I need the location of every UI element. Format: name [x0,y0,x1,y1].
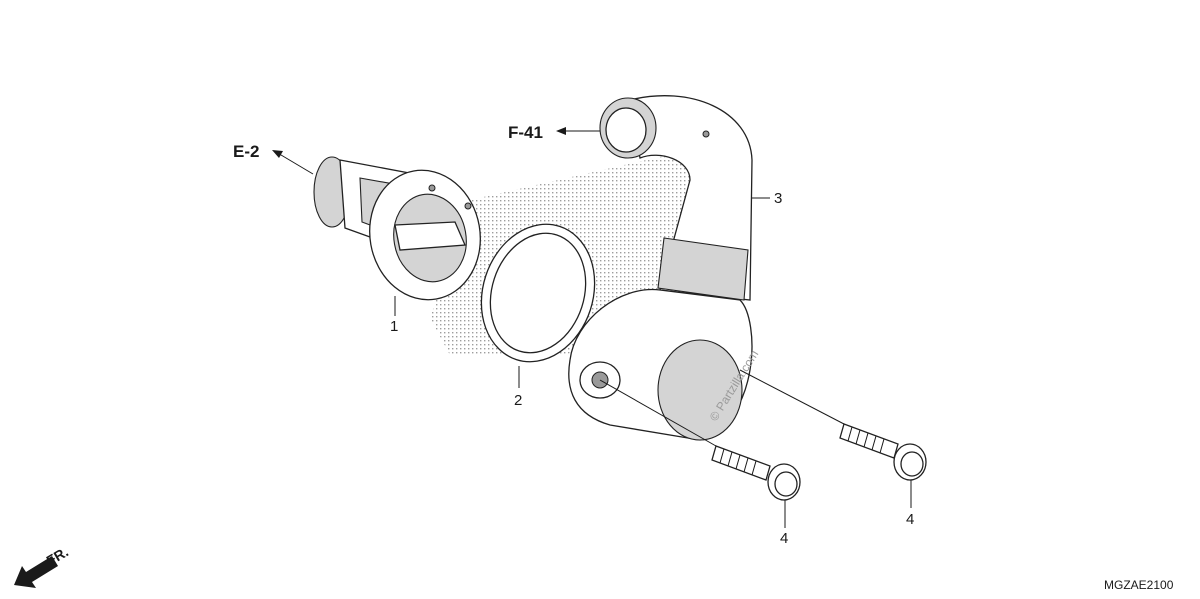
reference-e2-arrowhead [272,150,283,158]
diagram-code: MGZAE2100 [1104,578,1174,592]
callout-4-left: 4 [780,530,788,547]
bolt-left-part[interactable] [711,445,801,501]
thermostat-housing-part[interactable] [568,95,753,441]
callout-3: 3 [774,190,782,207]
reference-f41-arrowhead [556,127,566,135]
reference-e2[interactable]: E-2 [233,142,259,161]
o-ring-part[interactable] [464,209,612,376]
thermostat-part[interactable] [313,156,490,309]
reference-e2-arrow-line [275,151,314,175]
callout-4-right: 4 [906,511,914,528]
reference-f41[interactable]: F-41 [508,123,543,142]
callout-1: 1 [390,318,398,335]
front-direction-indicator: FR. [14,543,71,588]
bolt-right-alignment-line [739,369,845,425]
bolt-right-part[interactable] [839,423,927,481]
front-arrow-icon [14,556,58,588]
bolt-left-alignment-line [599,379,717,447]
callout-2: 2 [514,392,522,409]
